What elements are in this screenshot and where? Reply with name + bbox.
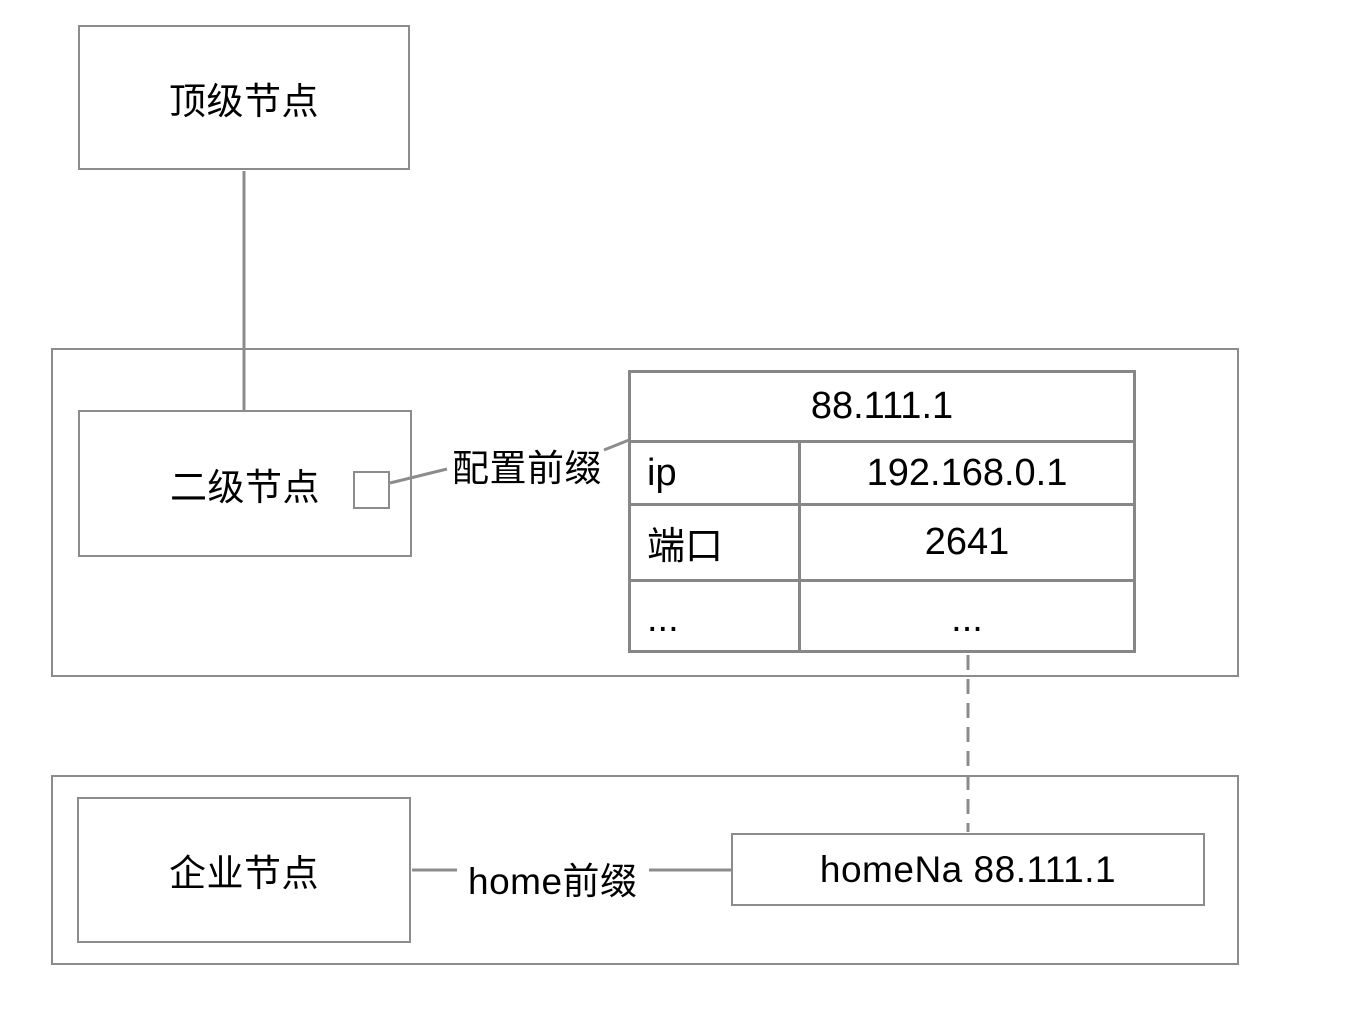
top-node-box: 顶级节点: [78, 25, 410, 170]
home-name-box: homeNa 88.111.1: [731, 833, 1205, 906]
table-row: 端口 2641: [631, 503, 1133, 579]
config-prefix-label: 配置前缀: [452, 448, 602, 489]
table-key-cell: ip: [631, 443, 801, 504]
home-prefix-label: home前缀: [468, 861, 638, 902]
table-row: ip 192.168.0.1: [631, 440, 1133, 504]
second-level-node-label: 二级节点: [170, 466, 320, 508]
enterprise-node-box: 企业节点: [77, 797, 411, 943]
prefix-config-table: 88.111.1 ip 192.168.0.1 端口 2641 ... ...: [628, 370, 1136, 653]
table-key-cell: ...: [631, 581, 801, 650]
table-value-cell: 192.168.0.1: [866, 451, 1068, 494]
table-header-cell: 88.111.1: [810, 385, 954, 427]
home-name-label: homeNa 88.111.1: [819, 848, 1117, 890]
table-key-cell: 端口: [631, 506, 801, 579]
table-value-cell: ...: [951, 598, 983, 641]
enterprise-node-label: 企业节点: [169, 853, 319, 894]
top-node-label: 顶级节点: [169, 80, 319, 122]
table-value-cell: 2641: [924, 520, 1010, 563]
prefix-anchor-square: [353, 471, 390, 509]
table-row: ... ...: [631, 578, 1133, 650]
